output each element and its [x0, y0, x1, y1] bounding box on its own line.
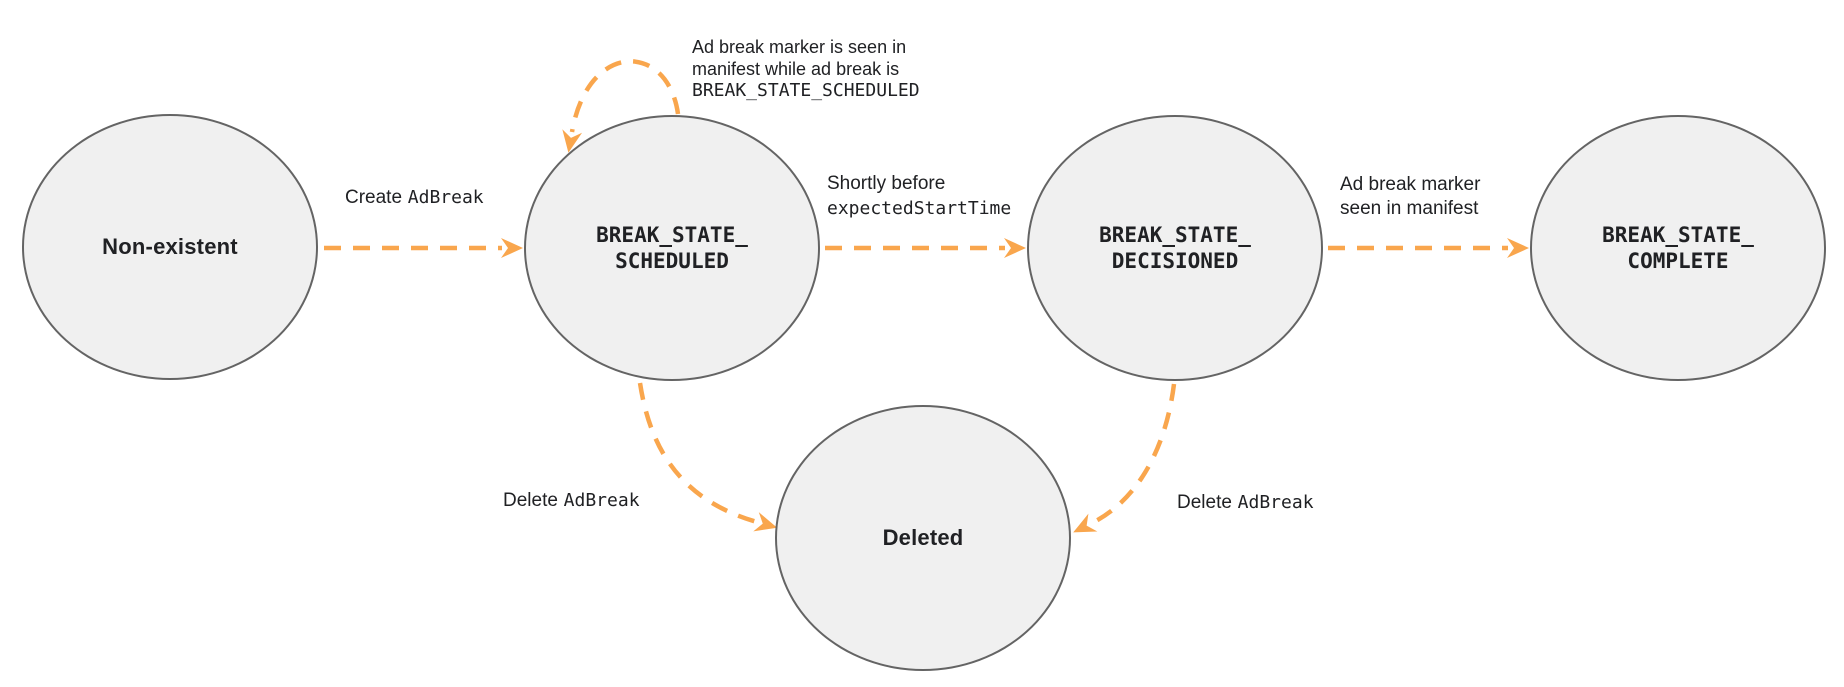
- edge-self-loop-scheduled: [562, 59, 681, 153]
- edge-label-shortly-before-text: Shortly before: [827, 173, 946, 194]
- edge-scheduled-to-deleted: [637, 382, 778, 532]
- edge-label-self-loop-code: BREAK_STATE_SCHEDULED: [692, 80, 920, 101]
- node-deleted-label: Deleted: [882, 525, 964, 550]
- node-break-state-decisioned: BREAK_STATE_ DECISIONED: [1027, 115, 1323, 381]
- node-deleted: Deleted: [775, 405, 1071, 671]
- edge-label-marker-seen-line2: seen in manifest: [1340, 198, 1479, 219]
- edge-decisioned-to-deleted: [1073, 383, 1177, 533]
- node-break-state-decisioned-label-line2: DECISIONED: [1111, 249, 1239, 273]
- edge-label-create-code: AdBreak: [407, 187, 484, 208]
- edge-label-create-text: Create: [345, 187, 403, 208]
- edge-label-shortly-before-code: expectedStartTime: [827, 198, 1012, 219]
- node-break-state-complete-label-line2: COMPLETE: [1627, 249, 1729, 273]
- edge-label-delete-right-code: AdBreak: [1237, 492, 1314, 513]
- node-break-state-decisioned-label-line1: BREAK_STATE_: [1099, 223, 1251, 247]
- edge-label-self-loop: Ad break marker is seen in manifest whil…: [692, 36, 920, 102]
- edge-label-self-loop-line2: manifest while ad break is: [692, 59, 900, 79]
- node-break-state-scheduled-label-line2: SCHEDULED: [615, 249, 729, 273]
- edge-label-delete-left-text: Delete: [503, 490, 558, 511]
- edge-label-marker-seen-line1: Ad break marker: [1340, 174, 1481, 195]
- edge-label-shortly-before: Shortly before expectedStartTime: [827, 171, 1011, 221]
- node-non-existent-label: Non-existent: [102, 234, 238, 259]
- edge-label-delete-left-code: AdBreak: [563, 490, 640, 511]
- node-break-state-scheduled-label-line1: BREAK_STATE_: [596, 223, 748, 247]
- edge-label-self-loop-line1: Ad break marker is seen in: [692, 37, 907, 57]
- edge-label-delete-right-text: Delete: [1177, 492, 1232, 513]
- node-break-state-complete-label-line1: BREAK_STATE_: [1602, 223, 1754, 247]
- edge-label-marker-seen: Ad break marker seen in manifest: [1340, 173, 1480, 221]
- node-break-state-complete: BREAK_STATE_ COMPLETE: [1530, 115, 1826, 381]
- node-break-state-scheduled: BREAK_STATE_ SCHEDULED: [524, 115, 820, 381]
- node-non-existent: Non-existent: [22, 114, 318, 380]
